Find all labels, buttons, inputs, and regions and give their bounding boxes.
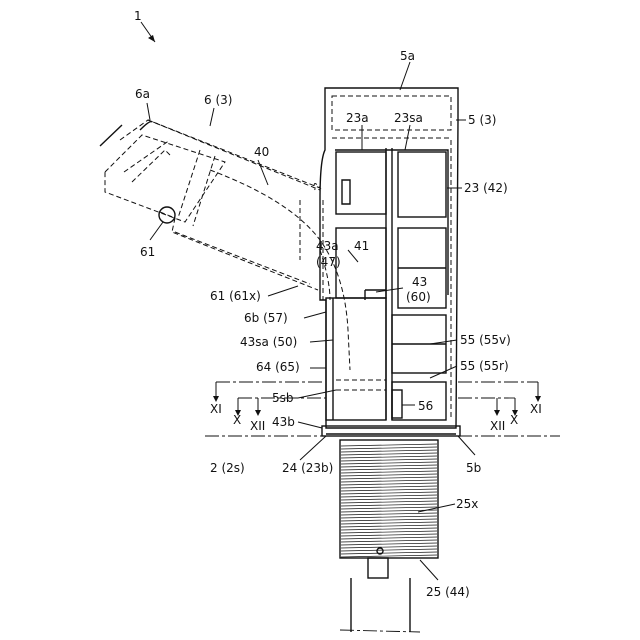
label-section-xi-left: XI — [210, 402, 222, 416]
label-ref-5a: 5a — [400, 49, 415, 63]
label-ref-41: 41 — [354, 239, 369, 253]
label-ref-40: 40 — [254, 145, 269, 159]
thread-line — [341, 534, 437, 536]
thread-line — [341, 549, 437, 551]
thread-line — [341, 531, 437, 533]
thread-line — [341, 513, 437, 515]
thread-line — [341, 456, 437, 458]
thread-line — [341, 444, 437, 446]
label-ref-6a: 6a — [135, 87, 150, 101]
thread-line — [341, 486, 437, 488]
internal-frame-23 — [335, 148, 448, 420]
thread-line — [341, 483, 437, 485]
label-ref-23a: 23a — [346, 111, 369, 125]
label-ref-55-55v: 55 (55v) — [460, 333, 511, 347]
label-ref-43sa-50: 43sa (50) — [240, 335, 297, 349]
thread-line — [341, 507, 437, 509]
thread-line — [341, 504, 437, 506]
reference-labels: 1 5a 5 (3) 6a 6 (3) 23a 23sa 40 23 (42) … — [134, 9, 542, 599]
reference-1-arrow — [141, 22, 155, 42]
label-ref-5b: 5b — [466, 461, 481, 475]
thread-line — [341, 540, 437, 542]
label-ref-60: (60) — [406, 290, 431, 304]
thread-line — [341, 501, 437, 503]
thread-line — [341, 468, 437, 470]
label-section-xii-right: XII — [490, 419, 505, 433]
label-ref-64-65: 64 (65) — [256, 360, 300, 374]
label-ref-5-3: 5 (3) — [468, 113, 496, 127]
label-ref-24-23b: 24 (23b) — [282, 461, 333, 475]
label-ref-43a: 43a — [316, 239, 339, 253]
label-ref-61: 61 — [140, 245, 155, 259]
label-ref-55-55r: 55 (55r) — [460, 359, 509, 373]
label-ref-23sa: 23sa — [394, 111, 423, 125]
thread-line — [341, 471, 437, 473]
label-ref-43b: 43b — [272, 415, 295, 429]
section-marks — [213, 382, 541, 416]
thread-line — [341, 537, 437, 539]
label-section-xii-left: XII — [250, 419, 265, 433]
thread-line — [341, 519, 437, 521]
label-ref-25x: 25x — [456, 497, 478, 511]
thread-line — [341, 474, 437, 476]
label-ref-1: 1 — [134, 9, 142, 23]
label-ref-23-42: 23 (42) — [464, 181, 508, 195]
label-ref-47: (47) — [316, 255, 341, 269]
label-ref-56: 56 — [418, 399, 433, 413]
cartridge-43 — [326, 290, 386, 420]
label-ref-2-2s: 2 (2s) — [210, 461, 245, 475]
thread-hatching — [341, 444, 437, 557]
thread-line — [341, 450, 437, 452]
thread-line — [341, 462, 437, 464]
label-section-x-right: X — [510, 413, 518, 427]
thread-line — [341, 447, 437, 449]
thread-line — [341, 543, 437, 545]
thread-line — [341, 528, 437, 530]
label-section-x-left: X — [233, 413, 241, 427]
label-ref-5sb: 5sb — [272, 391, 294, 405]
label-ref-25-44: 25 (44) — [426, 585, 470, 599]
label-ref-43: 43 — [412, 275, 427, 289]
thread-line — [341, 453, 437, 455]
spout-6 — [100, 120, 320, 290]
thread-line — [341, 498, 437, 500]
thread-line — [341, 477, 437, 479]
label-ref-6-3: 6 (3) — [204, 93, 232, 107]
main-body-housing — [320, 88, 466, 428]
thread-line — [341, 522, 437, 524]
thread-line — [341, 492, 437, 494]
label-ref-6b-57: 6b (57) — [244, 311, 288, 325]
thread-line — [341, 555, 437, 557]
label-section-xi-right: XI — [530, 402, 542, 416]
thread-line — [341, 465, 437, 467]
thread-line — [341, 525, 437, 527]
thread-line — [341, 546, 437, 548]
thread-line — [341, 489, 437, 491]
thread-line — [341, 516, 437, 518]
thread-line — [341, 495, 437, 497]
thread-line — [341, 552, 437, 554]
thread-line — [341, 459, 437, 461]
label-ref-61-61x: 61 (61x) — [210, 289, 261, 303]
thread-line — [341, 480, 437, 482]
threaded-shank-25 — [340, 440, 438, 632]
